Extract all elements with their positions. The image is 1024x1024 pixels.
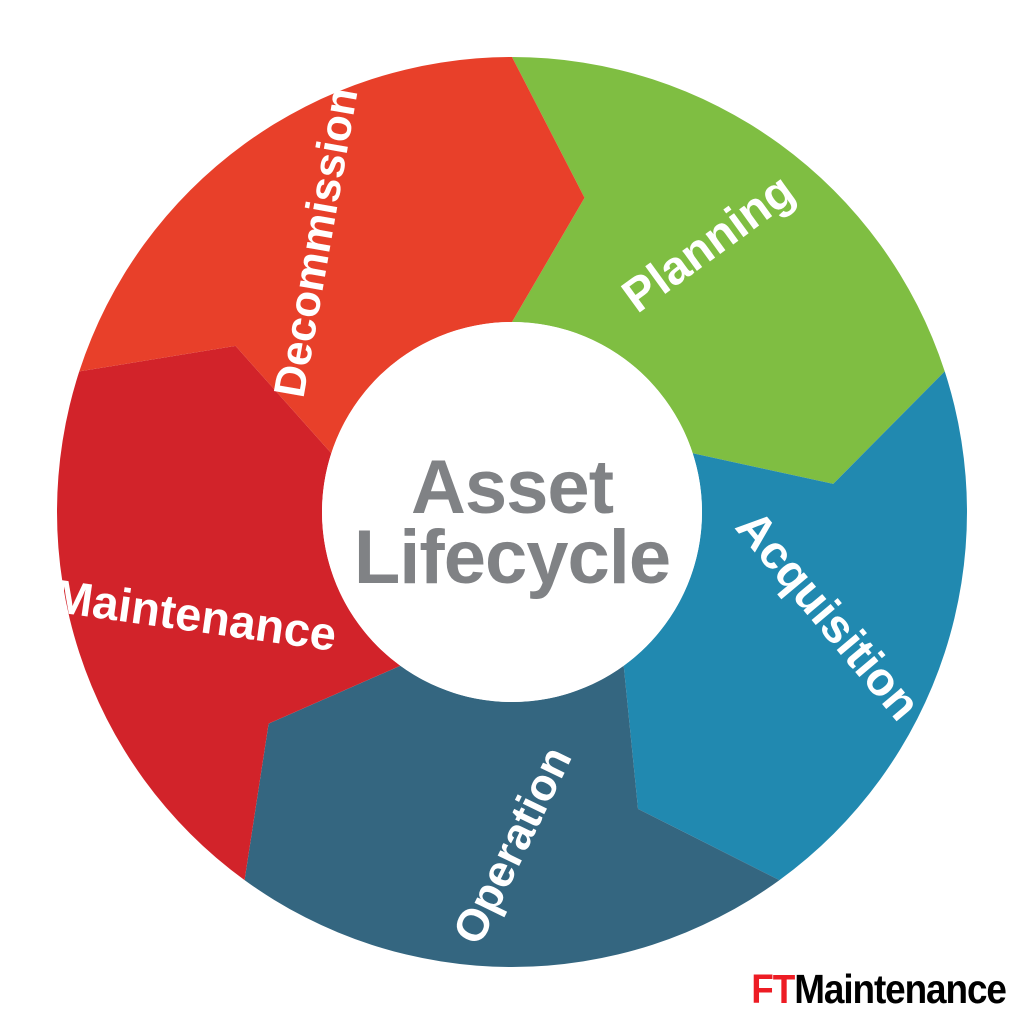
center-title-line1: Asset <box>411 445 614 530</box>
segment-maintenance[interactable] <box>57 345 401 881</box>
center-title-line2: Lifecycle <box>354 515 670 600</box>
segment-planning[interactable] <box>512 57 945 484</box>
logo-prefix: FT <box>751 966 795 1012</box>
center-title: Asset Lifecycle <box>354 445 671 600</box>
segment-operation[interactable] <box>244 665 780 967</box>
segment-acquisition[interactable] <box>623 371 967 881</box>
center-hub <box>322 322 702 702</box>
ftmaintenance-logo: FTMaintenance <box>751 966 1007 1012</box>
logo-suffix: Maintenance <box>794 966 1007 1012</box>
segment-decommission[interactable] <box>79 57 585 454</box>
wheel-segments <box>57 57 967 967</box>
